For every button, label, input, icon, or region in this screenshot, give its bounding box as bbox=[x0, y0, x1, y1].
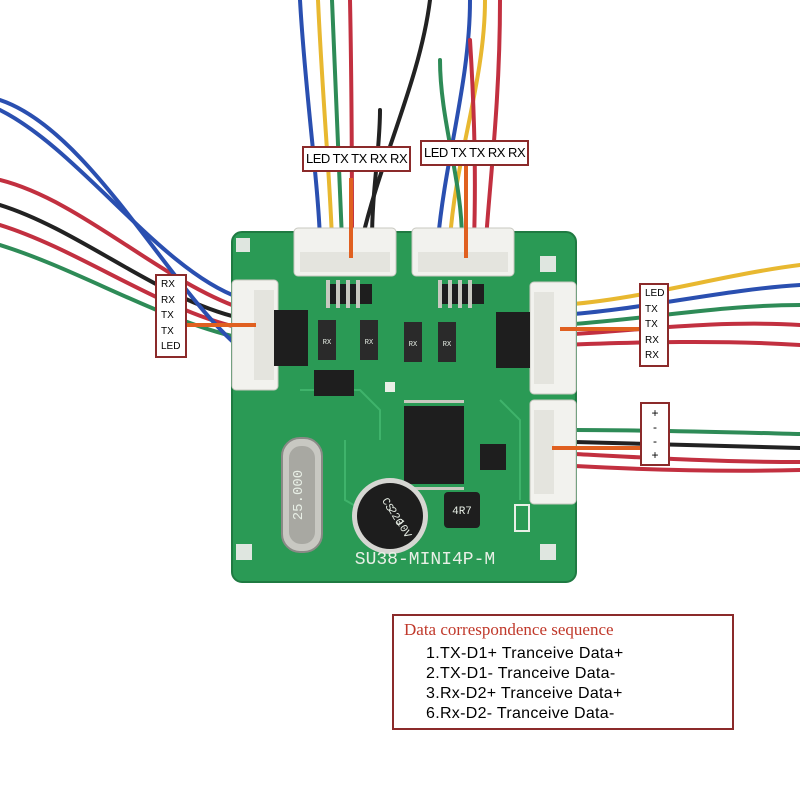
resistor-mark: RX bbox=[323, 339, 332, 347]
pin-label: RX bbox=[161, 279, 175, 290]
wires-right bbox=[558, 263, 800, 473]
connectors bbox=[231, 227, 577, 505]
crystal-marking: 25.000 bbox=[291, 470, 307, 520]
legend-row: 2.TX-D1- Tranceive Data- bbox=[426, 665, 616, 682]
label-left: RX RX TX TX LED bbox=[155, 274, 187, 358]
capacitor-marking-1: CS bbox=[378, 496, 395, 514]
pin-label: RX bbox=[645, 350, 659, 361]
resistor-mark: RX bbox=[443, 341, 452, 349]
pin-label: LED bbox=[161, 341, 181, 352]
label-power: + - - + bbox=[640, 402, 670, 466]
pin-label: TX bbox=[645, 319, 658, 330]
legend-row: 3.Rx-D2+ Tranceive Data+ bbox=[426, 685, 623, 702]
power-label: - bbox=[653, 434, 657, 448]
pin-label: RX bbox=[161, 294, 175, 306]
board-silkscreen: SU38-MINI4P-M bbox=[355, 550, 495, 570]
crystal: 25.000 bbox=[281, 437, 323, 553]
pin-label: TX bbox=[645, 303, 658, 315]
components: RX RX RX RX 25.000 CS 220 10V 4R7 SU38-M… bbox=[274, 280, 530, 570]
legend-row: 1.TX-D1+ Tranceive Data+ bbox=[426, 645, 624, 662]
power-label: + bbox=[651, 406, 659, 420]
power-label: + bbox=[651, 448, 659, 462]
label-top-left: LED TX TX RX RX bbox=[302, 146, 412, 172]
power-label: - bbox=[653, 420, 657, 434]
label-right: LED TX TX RX RX bbox=[639, 283, 669, 367]
legend-row: 6.Rx-D2- Tranceive Data- bbox=[426, 705, 615, 722]
wires-left bbox=[0, 98, 242, 350]
pin-label: LED bbox=[645, 288, 665, 299]
pin-label: RX bbox=[645, 334, 659, 346]
pin-label: TX bbox=[161, 310, 174, 321]
pin-label: TX bbox=[161, 325, 174, 337]
resistor-mark: RX bbox=[409, 341, 418, 349]
wires-top bbox=[298, 0, 502, 242]
inductor-marking: 4R7 bbox=[452, 506, 472, 518]
label-top-right: LED TX TX RX RX bbox=[420, 140, 530, 166]
capacitor: CS 220 10V bbox=[352, 478, 428, 554]
legend-title: Data correspondence sequence bbox=[404, 620, 614, 639]
data-sequence-legend: Data correspondence sequence 1.TX-D1+ Tr… bbox=[392, 614, 734, 730]
resistor-mark: RX bbox=[365, 339, 374, 347]
connection-markers bbox=[186, 166, 640, 450]
